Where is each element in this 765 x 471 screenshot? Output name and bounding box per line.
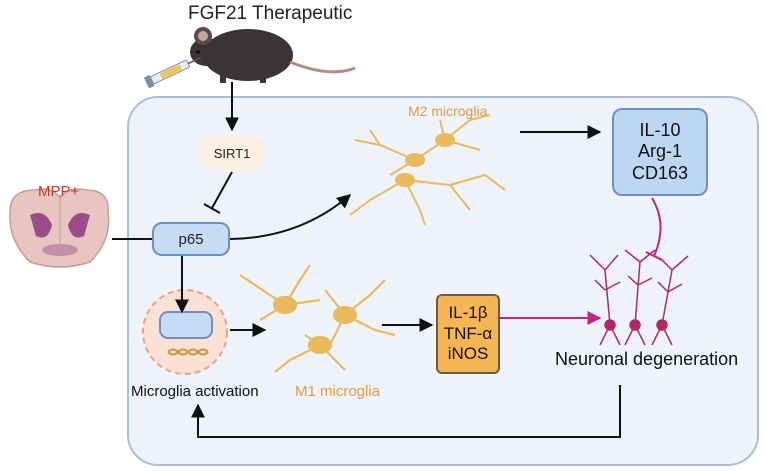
syringe-icon <box>143 56 202 89</box>
p65-label: p65 <box>178 230 204 248</box>
m1-microglia-icon <box>239 264 396 373</box>
m2-microglia-icon <box>349 114 506 226</box>
pro-item-tnfa: TNF-α <box>443 323 493 343</box>
mouse-icon <box>190 27 356 83</box>
pro-inflammatory-box: IL-1β TNF-α iNOS <box>436 294 500 374</box>
sirt1-label: SIRT1 <box>213 145 251 161</box>
brain-slice-icon <box>9 188 110 268</box>
neuronal-degeneration-label: Neuronal degeneration <box>555 349 739 369</box>
arrow-p65-to-m2 <box>229 194 352 240</box>
anti-item-cd163: CD163 <box>631 162 689 183</box>
microglia-activation-label: Microglia activation <box>131 383 259 400</box>
anti-item-arg1: Arg-1 <box>637 141 682 162</box>
pro-item-inos: iNOS <box>447 344 489 364</box>
neuron-icon <box>589 249 689 346</box>
cell-compartment <box>127 96 759 466</box>
anti-inflammatory-box: IL-10 Arg-1 CD163 <box>612 108 708 196</box>
pro-item-il1b: IL-1β <box>448 303 488 323</box>
sirt1-node: SIRT1 <box>198 136 266 170</box>
inhibit-sirt1-to-p65 <box>203 171 233 214</box>
m1-microglia-label: M1 microglia <box>295 383 381 400</box>
m2-microglia-label: M2 microglia <box>408 103 488 119</box>
arrow-degeneration-to-activation <box>191 385 621 438</box>
p65-node: p65 <box>152 222 230 256</box>
inhibit-il10-to-neurons <box>645 197 663 261</box>
title-label: FGF21 Therapeutic <box>188 3 353 24</box>
activated-microglia-icon <box>142 289 228 375</box>
mpp-label: MPP+ <box>38 183 80 200</box>
anti-item-il10: IL-10 <box>639 119 681 140</box>
